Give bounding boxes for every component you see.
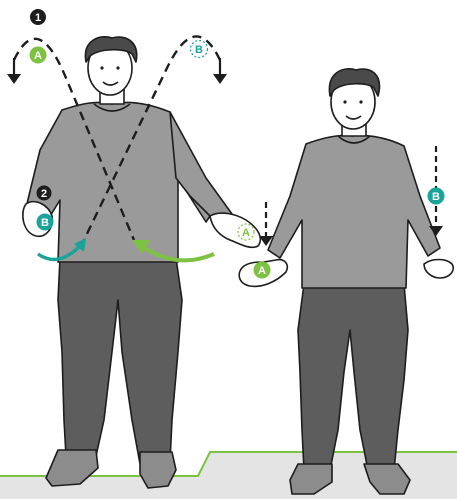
- ball-b-top-ghost: B: [191, 41, 208, 58]
- step-2-label: 2: [41, 188, 47, 200]
- right-juggler-shirt: [268, 135, 440, 288]
- right-juggler-left-eye: [343, 100, 346, 103]
- left-juggler-left-eye: [100, 66, 103, 69]
- right-juggler-right-hand: [424, 260, 453, 279]
- step-1-marker: 1: [30, 9, 46, 25]
- ball-b-right: B: [428, 188, 445, 205]
- down-arrow-icon: [213, 58, 227, 84]
- step-2-marker: 2: [37, 186, 52, 201]
- ball-b-hand: B: [37, 214, 54, 231]
- right-juggler: [239, 69, 453, 494]
- left-juggler: [23, 37, 261, 488]
- down-arrow-icon: [7, 58, 21, 84]
- ball-a-label: A: [258, 265, 266, 277]
- right-juggler-pants: [298, 284, 408, 470]
- ball-a-top: A: [30, 47, 47, 64]
- ball-a-caught: A: [254, 262, 271, 279]
- left-juggler-right-hand: [210, 213, 260, 247]
- ball-a-label: A: [34, 50, 42, 62]
- left-juggler-right-eye: [116, 66, 119, 69]
- ball-b-label: B: [195, 44, 203, 56]
- right-juggler-right-eye: [359, 100, 362, 103]
- ball-a-label: A: [242, 227, 250, 239]
- step-1-label: 1: [35, 12, 41, 24]
- ball-b-label: B: [41, 217, 49, 229]
- ball-b-label: B: [432, 191, 440, 203]
- left-juggler-pants: [58, 258, 182, 464]
